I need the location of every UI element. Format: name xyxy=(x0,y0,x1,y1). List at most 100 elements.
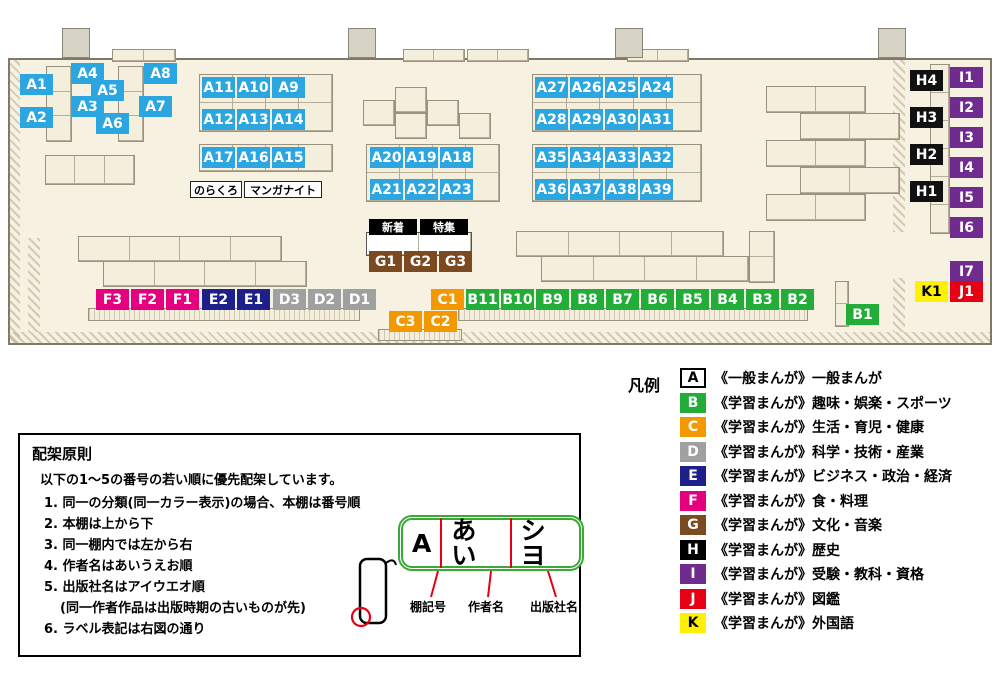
shelf-label-D2: D2 xyxy=(308,289,341,310)
shelf-label-A20: A20 xyxy=(370,147,403,168)
shelf-cell xyxy=(667,75,701,103)
shelf-cell xyxy=(47,91,71,117)
legend-label: 《学習まんが》図鑑 xyxy=(714,591,840,608)
principles-list: 1. 同一の分類(同一カラー表示)の場合、本棚は番号順 2. 本棚は上から下 3. … xyxy=(44,493,360,640)
shelf-label-A32: A32 xyxy=(640,147,673,168)
legend-row-K: K《学習まんが》外国語 xyxy=(680,613,952,633)
shelf-cell xyxy=(667,103,701,131)
text-label-マンガナイト: マンガナイト xyxy=(244,181,322,198)
shelf-label-A25: A25 xyxy=(605,77,638,98)
principles-item: 6. ラベル表記は右図の通り xyxy=(44,622,206,637)
shelf-label-B10: B10 xyxy=(501,289,534,310)
shelf-cell xyxy=(620,232,672,256)
shelf-cell xyxy=(931,149,949,177)
shelf-label-A38: A38 xyxy=(605,179,638,200)
shelf-label-A22: A22 xyxy=(405,179,438,200)
shelf-label-B9: B9 xyxy=(536,289,569,310)
shelf-label-A4: A4 xyxy=(71,63,104,84)
shelf-cell xyxy=(816,141,865,166)
shelf-cell xyxy=(767,141,816,166)
segment-caption-publisher: 出版社名 xyxy=(530,600,579,614)
shelf-cell xyxy=(498,50,528,61)
shelf-label-A19: A19 xyxy=(405,147,438,168)
shelf-cell xyxy=(46,156,76,184)
shelf-label-A23: A23 xyxy=(440,179,473,200)
shelf-label-A33: A33 xyxy=(605,147,638,168)
shelf-label-A17: A17 xyxy=(202,147,235,168)
legend-key-J: J xyxy=(680,588,706,609)
legend-label: 《学習まんが》外国語 xyxy=(714,616,854,632)
text-label-新着: 新着 xyxy=(369,219,417,235)
shelf-cell xyxy=(154,262,205,286)
bookshelf-block xyxy=(516,231,724,257)
shelf-label-G2: G2 xyxy=(404,251,437,272)
label-segment-2: あい xyxy=(440,518,512,568)
legend-key-D: D xyxy=(680,441,706,462)
shelf-cell xyxy=(113,50,144,61)
shelf-cell xyxy=(428,101,458,125)
shelf-cell xyxy=(466,173,499,201)
shelf-label-F3: F3 xyxy=(96,289,129,310)
shelf-cell xyxy=(460,114,490,138)
shelf-label-H2: H2 xyxy=(910,144,943,165)
shelf-label-A37: A37 xyxy=(570,179,603,200)
bookshelf-block xyxy=(459,113,491,139)
shelf-cell xyxy=(299,145,332,171)
bookshelf-block xyxy=(403,49,465,62)
principles-item: 4. 作者名はあいうえお順 xyxy=(44,559,193,574)
principles-item: 2. 本棚は上から下 xyxy=(44,517,154,532)
text-label-特集: 特集 xyxy=(420,219,468,235)
legend-label: 《学習まんが》食・料理 xyxy=(714,493,868,510)
principles-item: 3. 同一棚内では左から右 xyxy=(44,538,193,553)
shelf-label-A3: A3 xyxy=(71,96,104,117)
shelf-cell xyxy=(299,103,332,131)
principles-title: 配架原則 xyxy=(32,445,93,463)
shelf-cell xyxy=(468,50,498,61)
legend-label: 《一般まんが》一般まんが xyxy=(714,371,882,387)
pillar xyxy=(878,28,906,58)
shelf-cell xyxy=(767,195,816,220)
shelf-cell xyxy=(801,114,850,139)
legend-title: 凡例 xyxy=(628,376,661,395)
shelf-cell xyxy=(75,156,105,184)
shelf-cell xyxy=(299,75,332,103)
shelf-label-A6: A6 xyxy=(96,113,129,134)
legend-key-H: H xyxy=(680,539,706,560)
bookshelf-block xyxy=(103,261,307,287)
bookshelf-block xyxy=(427,100,459,126)
legend-row-I: I《学習まんが》受験・教科・資格 xyxy=(680,564,952,584)
shelf-cell xyxy=(850,114,899,139)
legend-key-B: B xyxy=(680,392,706,413)
leader-lines xyxy=(430,571,557,598)
shelf-cell xyxy=(850,168,899,193)
shelf-label-B4: B4 xyxy=(711,289,744,310)
label-segment-3: シヨ xyxy=(520,516,546,570)
shelf-label-I6: I6 xyxy=(950,217,983,238)
bookshelf-block xyxy=(766,140,866,167)
shelf-cell xyxy=(667,173,701,201)
principles-item: 1. 同一の分類(同一カラー表示)の場合、本棚は番号順 xyxy=(44,496,361,511)
shelf-cell xyxy=(568,232,620,256)
shelf-label-A30: A30 xyxy=(605,109,638,130)
shelf-label-K1: K1 xyxy=(915,281,948,302)
legend-label: 《学習まんが》受験・教科・資格 xyxy=(714,567,924,583)
shelf-label-I2: I2 xyxy=(950,97,983,118)
shelf-cell xyxy=(104,156,134,184)
bookshelf-block xyxy=(541,256,749,282)
shelf-cell xyxy=(816,87,865,112)
legend-row-J: J 《学習まんが》図鑑 xyxy=(680,588,952,609)
shelf-cell xyxy=(801,168,850,193)
shelf-label-B5: B5 xyxy=(676,289,709,310)
shelf-label-I3: I3 xyxy=(950,127,983,148)
legend-row-E: E《学習まんが》ビジネス・政治・経済 xyxy=(680,466,952,486)
shelf-cell xyxy=(47,67,71,92)
shelf-cell xyxy=(645,257,697,281)
shelf-label-A35: A35 xyxy=(535,147,568,168)
shelf-label-I4: I4 xyxy=(950,157,983,178)
pillar xyxy=(615,28,643,58)
shelf-label-A5: A5 xyxy=(91,80,124,101)
shelf-label-A26: A26 xyxy=(570,77,603,98)
bookshelf-block xyxy=(363,100,395,126)
shelf-label-A1: A1 xyxy=(20,74,53,95)
shelf-label-J1: J1 xyxy=(950,281,983,302)
